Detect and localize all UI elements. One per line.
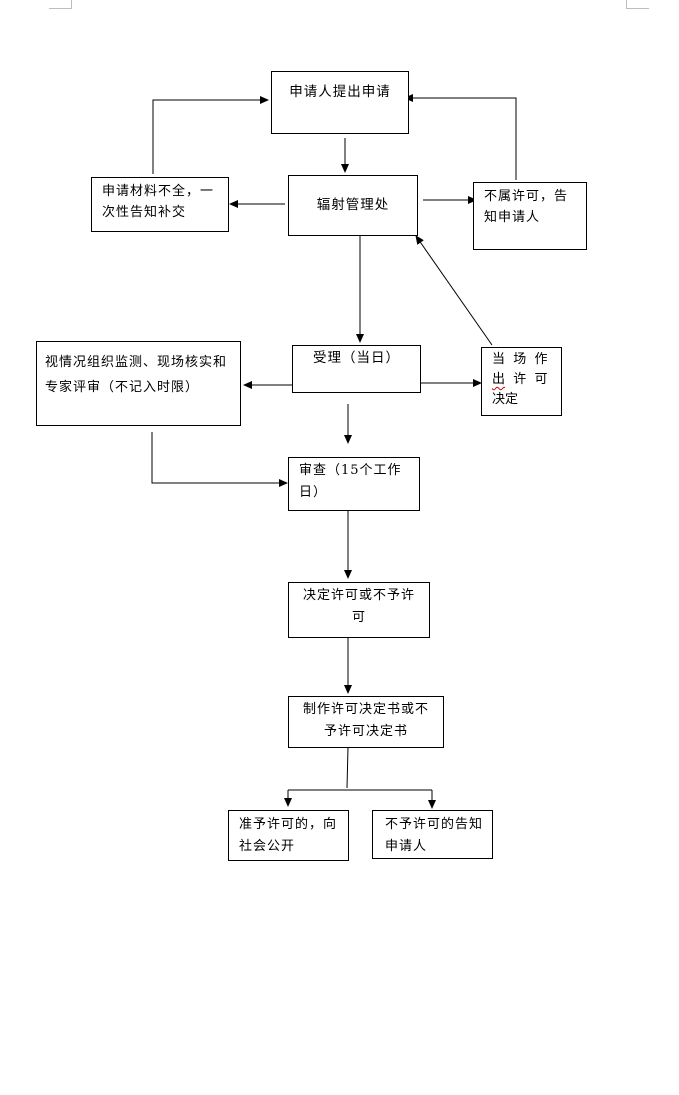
- node-decide: 决定许可或不予许可: [288, 582, 430, 638]
- node-onsite-line1: 当 场 作: [492, 352, 548, 367]
- node-review: 审查（15个工作日）: [288, 457, 420, 511]
- node-not-licensable: 不属许可，告知申请人: [473, 182, 587, 250]
- arrow-not-licensable-to-apply: [404, 94, 517, 180]
- connector-document-down: [346, 746, 349, 789]
- node-incomplete: 申请材料不全，一次性告知补交: [91, 177, 229, 232]
- arrow-onsite-to-office: [415, 235, 493, 346]
- node-onsite-line3: 决定: [492, 392, 519, 407]
- node-document: 制作许可决定书或不予许可决定书: [288, 696, 444, 748]
- node-onsite: 当 场 作 出 许 可 决定: [481, 347, 562, 416]
- node-incomplete-label: 申请材料不全，一次性告知补交: [102, 184, 215, 220]
- node-apply-label: 申请人提出申请: [289, 84, 391, 100]
- node-review-label: 审查（15个工作日）: [299, 463, 402, 500]
- node-onsite-line2: 出 许 可: [492, 370, 555, 390]
- node-not-licensable-label: 不属许可，告知申请人: [484, 189, 569, 225]
- page-corner-mark-right: [626, 0, 649, 9]
- node-reject: 不予许可的告知申请人: [372, 810, 493, 859]
- node-approve-label: 准予许可的，向社会公开: [239, 817, 338, 854]
- node-office: 辐射管理处: [288, 175, 418, 236]
- node-office-label: 辐射管理处: [316, 197, 390, 213]
- node-approve: 准予许可的，向社会公开: [228, 810, 349, 861]
- arrow-expert-review-to-review: [151, 432, 288, 487]
- page-corner-mark-left: [49, 0, 72, 9]
- node-decide-label: 决定许可或不予许可: [303, 588, 416, 625]
- node-apply: 申请人提出申请: [271, 71, 409, 134]
- node-onsite-line2a: 出: [492, 372, 506, 387]
- node-reject-label: 不予许可的告知申请人: [385, 817, 484, 854]
- arrow-incomplete-to-apply: [152, 96, 269, 174]
- node-accept: 受理（当日）: [292, 345, 421, 393]
- node-expert-review: 视情况组织监测、现场核实和专家评审（不记入时限）: [36, 341, 241, 426]
- node-expert-review-label: 视情况组织监测、现场核实和专家评审（不记入时限）: [45, 355, 228, 395]
- node-onsite-line2b: 许 可: [513, 372, 548, 387]
- node-accept-label: 受理（当日）: [313, 350, 400, 366]
- node-document-label: 制作许可决定书或不予许可决定书: [302, 702, 429, 739]
